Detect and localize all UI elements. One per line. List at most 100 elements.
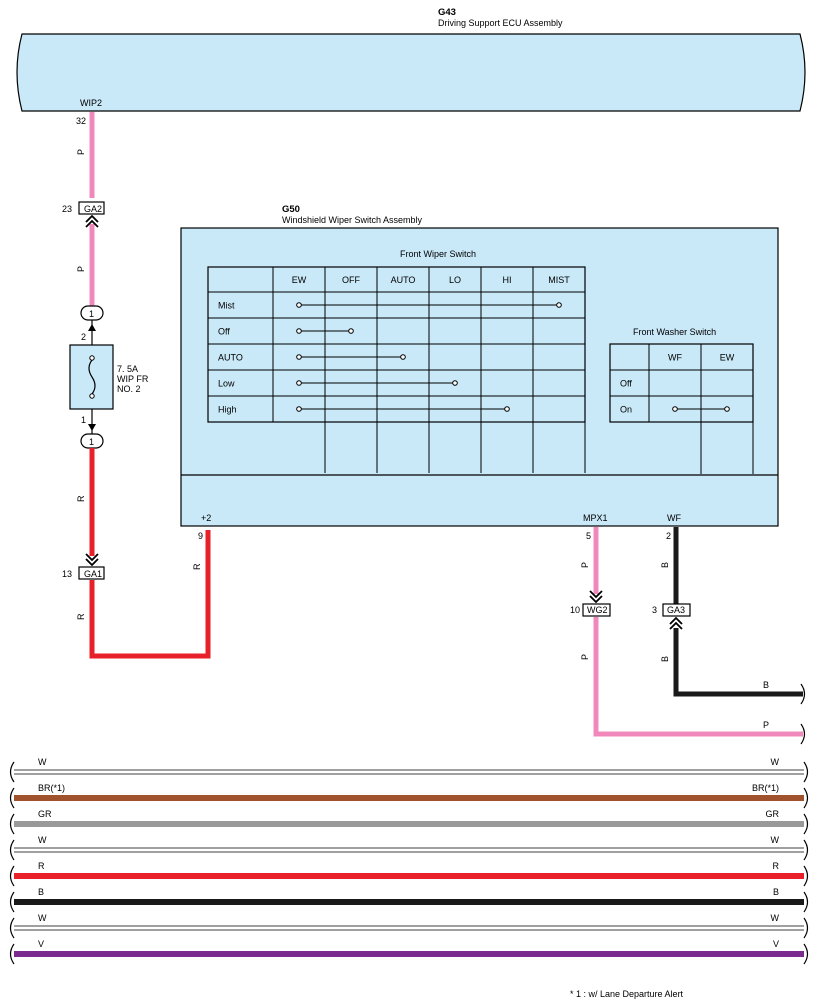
wiper-col-header: MIST	[548, 275, 570, 285]
bus-wire-label-right: GR	[766, 809, 780, 819]
bus-wire-label-left: R	[38, 861, 45, 871]
footnote: * 1 : w/ Lane Departure Alert	[570, 989, 684, 999]
wiper-col-header: LO	[449, 275, 461, 285]
bus-wire-break-right-icon	[803, 891, 809, 913]
wire-label-exit-black: B	[763, 680, 769, 690]
washer-col-header: WF	[668, 353, 682, 363]
bus-wire-break-right-icon	[803, 865, 809, 887]
front-wiper-switch-title: Front Wiper Switch	[400, 249, 476, 259]
bus-wire-break-left-icon	[9, 761, 15, 783]
fuse-pin-top: 2	[81, 332, 86, 342]
wiper-contact-dot	[348, 328, 354, 334]
bus-wire-break-left-icon	[9, 891, 15, 913]
wg2-connector	[582, 603, 611, 617]
wiper-contact-dot	[400, 354, 406, 360]
ga1-connector	[78, 566, 105, 580]
wire-label-wf: B	[660, 562, 670, 568]
bus-wire-break-left-icon	[9, 839, 15, 861]
switch-code: G50	[282, 204, 300, 215]
wiper-col-header: HI	[503, 275, 512, 285]
wiper-contact-dot	[296, 406, 302, 412]
wire-label-fuse-ga1: R	[76, 495, 86, 502]
fuse-arrow-up-icon	[88, 324, 96, 331]
washer-row-label: On	[620, 405, 632, 415]
bus-wire-label-left: W	[38, 757, 47, 767]
washer-contact-dot	[672, 406, 678, 412]
wire-label-exit-pink: P	[763, 720, 769, 730]
wiper-contact-dot	[296, 302, 302, 308]
bus-wire-label-right: W	[771, 913, 780, 923]
wg2-label: WG2	[587, 605, 608, 615]
ga1-pin: 13	[62, 569, 72, 579]
wiper-contact-dot	[296, 354, 302, 360]
washer-col-header: EW	[720, 353, 735, 363]
fuse-contact-bottom	[89, 393, 95, 399]
washer-row-label: Off	[620, 379, 632, 389]
ga3-connector	[662, 603, 691, 617]
wire-label-ga3-below: B	[660, 656, 670, 662]
ga1-chevron-icon	[85, 553, 99, 567]
bus-wire-break-right-icon	[803, 813, 809, 835]
bus-wire-break-left-icon	[9, 787, 15, 809]
bus-wire-break-left-icon	[9, 813, 15, 835]
ga3-chevron-icon	[669, 616, 683, 630]
ga3-label: GA3	[667, 605, 685, 615]
bus-wire-label-left: W	[38, 835, 47, 845]
wiper-contact-dot	[556, 302, 562, 308]
wire-label-ga1-below: R	[76, 613, 86, 620]
wiper-contact-dot	[296, 328, 302, 334]
fuse-name-line2: NO. 2	[117, 384, 141, 394]
wiper-row-label: High	[218, 405, 237, 415]
wiper-row-label: Low	[218, 379, 235, 389]
fuse-element-icon	[88, 359, 96, 395]
bus-wire-label-left: W	[38, 913, 47, 923]
bus-wire-label-left: B	[38, 887, 44, 897]
ga2-connector	[78, 201, 105, 215]
bus-wire-break-left-icon	[9, 917, 15, 939]
wiper-col-header: AUTO	[391, 275, 416, 285]
wiper-row-label: AUTO	[218, 353, 243, 363]
exit-pink-break-icon	[800, 723, 806, 745]
ecu-code: G43	[438, 7, 456, 18]
ga3-pin: 3	[652, 605, 657, 615]
wire-label-mpx1: P	[580, 562, 590, 568]
bus-wire-label-right: R	[773, 861, 780, 871]
bus-wire-break-right-icon	[803, 787, 809, 809]
fuse-name-line1: WIP FR	[117, 374, 149, 384]
ecu-box	[16, 33, 806, 112]
bus-wire-break-right-icon	[803, 943, 809, 965]
wire-ga3-to-exit	[673, 628, 803, 697]
wire-label-ga2-fuse: P	[76, 266, 86, 272]
bus-wire-break-left-icon	[9, 865, 15, 887]
ga2-label: GA2	[84, 204, 102, 214]
wiper-row-label: Mist	[218, 301, 235, 311]
fuse-contact-top	[89, 355, 95, 361]
switch-pin-wf-number: 2	[666, 531, 671, 541]
fuse-rating: 7. 5A	[117, 364, 138, 374]
ecu-pin-number: 32	[76, 116, 86, 126]
switch-pin-plus2-number: 9	[198, 531, 203, 541]
wire-label-plus2: R	[192, 563, 202, 570]
wiper-contact-dot	[452, 380, 458, 386]
bus-wire-label-right: W	[771, 835, 780, 845]
bus-wire-break-right-icon	[803, 917, 809, 939]
ecu-name: Driving Support ECU Assembly	[438, 18, 563, 28]
wg2-pin: 10	[570, 605, 580, 615]
bus-wire-break-left-icon	[9, 943, 15, 965]
switch-pin-plus2-name: +2	[201, 513, 211, 523]
switch-pin-wf-name: WF	[667, 513, 681, 523]
bus-wire-label-left: V	[38, 939, 44, 949]
wiper-col-header: OFF	[342, 275, 360, 285]
wiper-row-label: Off	[218, 327, 230, 337]
ecu-pin-name: WIP2	[80, 98, 102, 108]
wiper-contact-dot	[504, 406, 510, 412]
bus-wire-label-left: BR(*1)	[38, 783, 65, 793]
fuse-arrow-down-icon	[88, 424, 96, 431]
ga2-pin: 23	[62, 204, 72, 214]
wiper-col-header: EW	[292, 275, 307, 285]
switch-pin-mpx1-name: MPX1	[583, 513, 608, 523]
